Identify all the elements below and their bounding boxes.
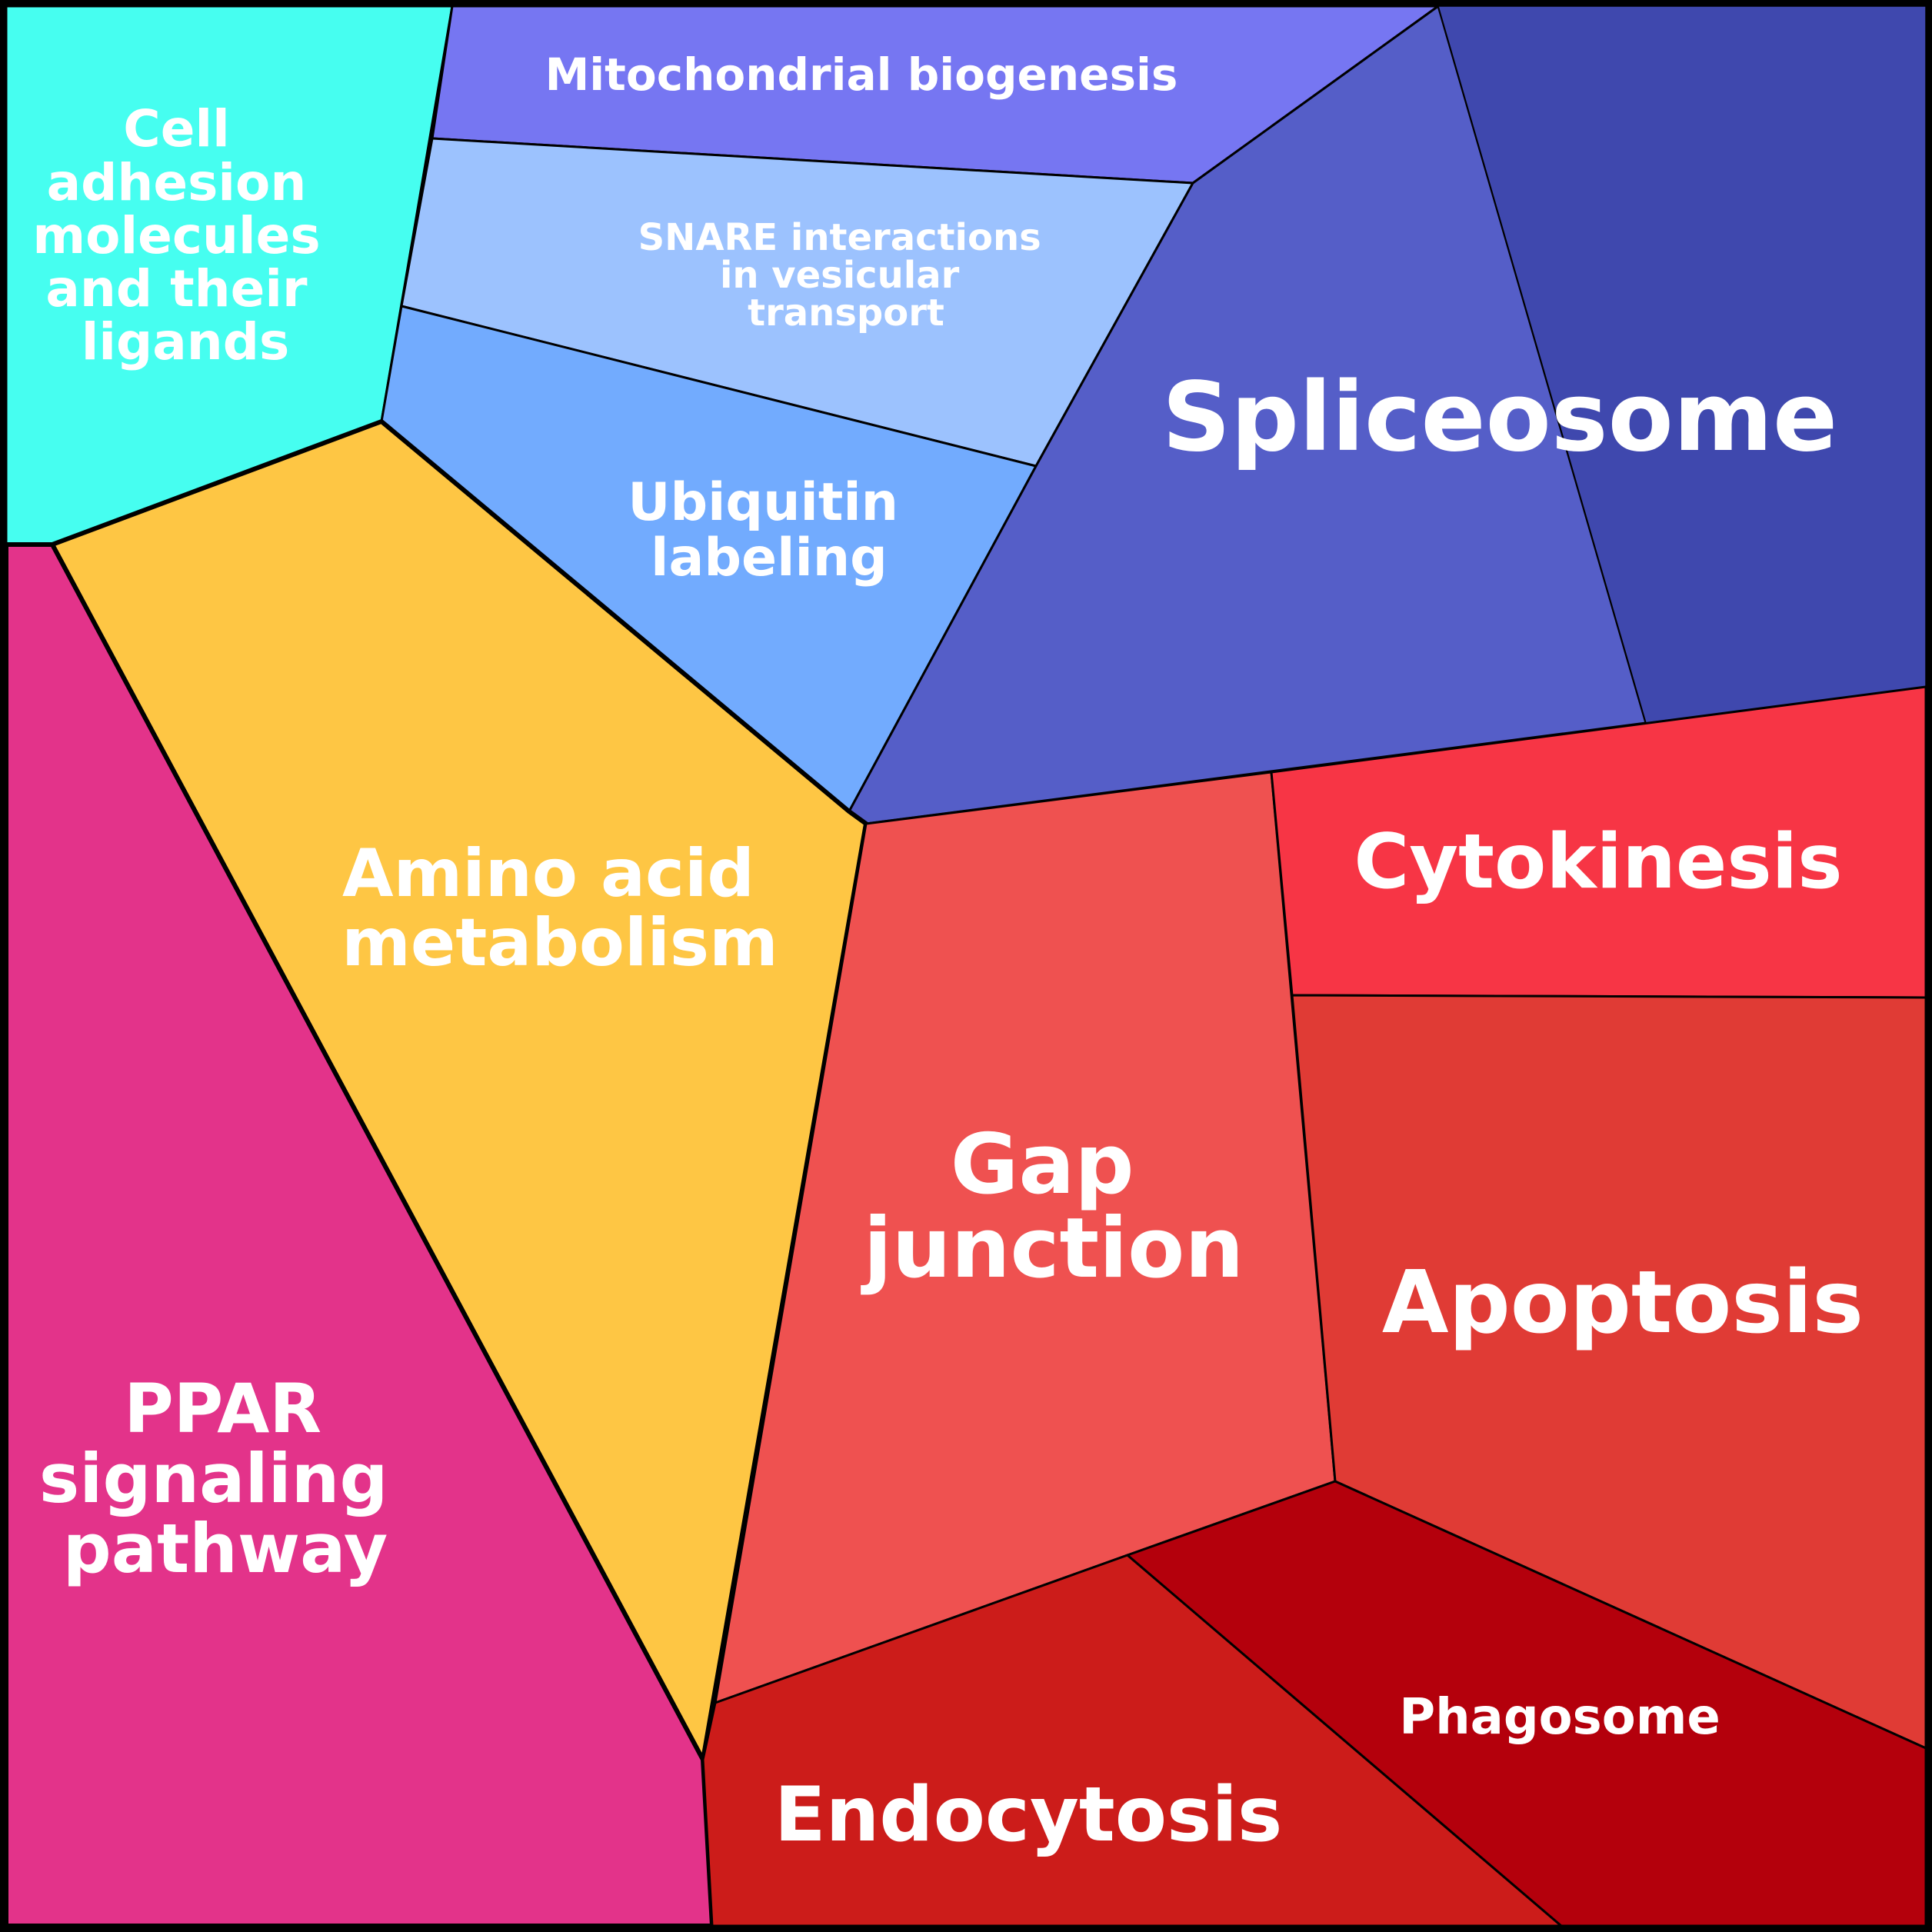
region-snare-interactions[interactable]: SNARE interactions in vesicular transpor… [400,137,1195,468]
region-amino-acid-metabolism-shape [48,418,869,1767]
region-ppar-signaling-label: PPAR signaling pathway [39,1369,411,1588]
region-endocytosis-label: Endocytosis [774,1771,1283,1859]
region-amino-acid-metabolism[interactable]: Amino acid metabolism [48,418,869,1767]
region-spliceosome-label: Spliceosome [1162,362,1837,473]
region-gap-junction-label: Gap junction [861,1117,1244,1297]
region-ubiquitin-labeling-label: Ubiquitin labeling [628,472,917,588]
region-mitochondrial-biogenesis-label: Mitochondrial biogenesis [545,48,1178,101]
region-phagosome[interactable]: Phagosome [1125,1480,1927,1927]
region-ubiquitin-labeling[interactable]: Ubiquitin labeling [380,305,1038,814]
region-amino-acid-metabolism-label: Amino acid metabolism [341,835,778,981]
region-apoptosis[interactable]: Apoptosis [1291,994,1927,1750]
region-cell-adhesion-label: Cell adhesion molecules and their ligand… [32,99,338,371]
region-phagosome-label: Phagosome [1399,1689,1720,1746]
region-gap-junction[interactable]: Gap junction [714,771,1337,1705]
region-cytokinesis-label: Cytokinesis [1354,818,1842,906]
region-spliceosome[interactable]: Spliceosome [848,4,1927,825]
region-snare-interactions-label: SNARE interactions in vesicular transpor… [638,216,1054,335]
region-apoptosis-label: Apoptosis [1382,1253,1864,1353]
